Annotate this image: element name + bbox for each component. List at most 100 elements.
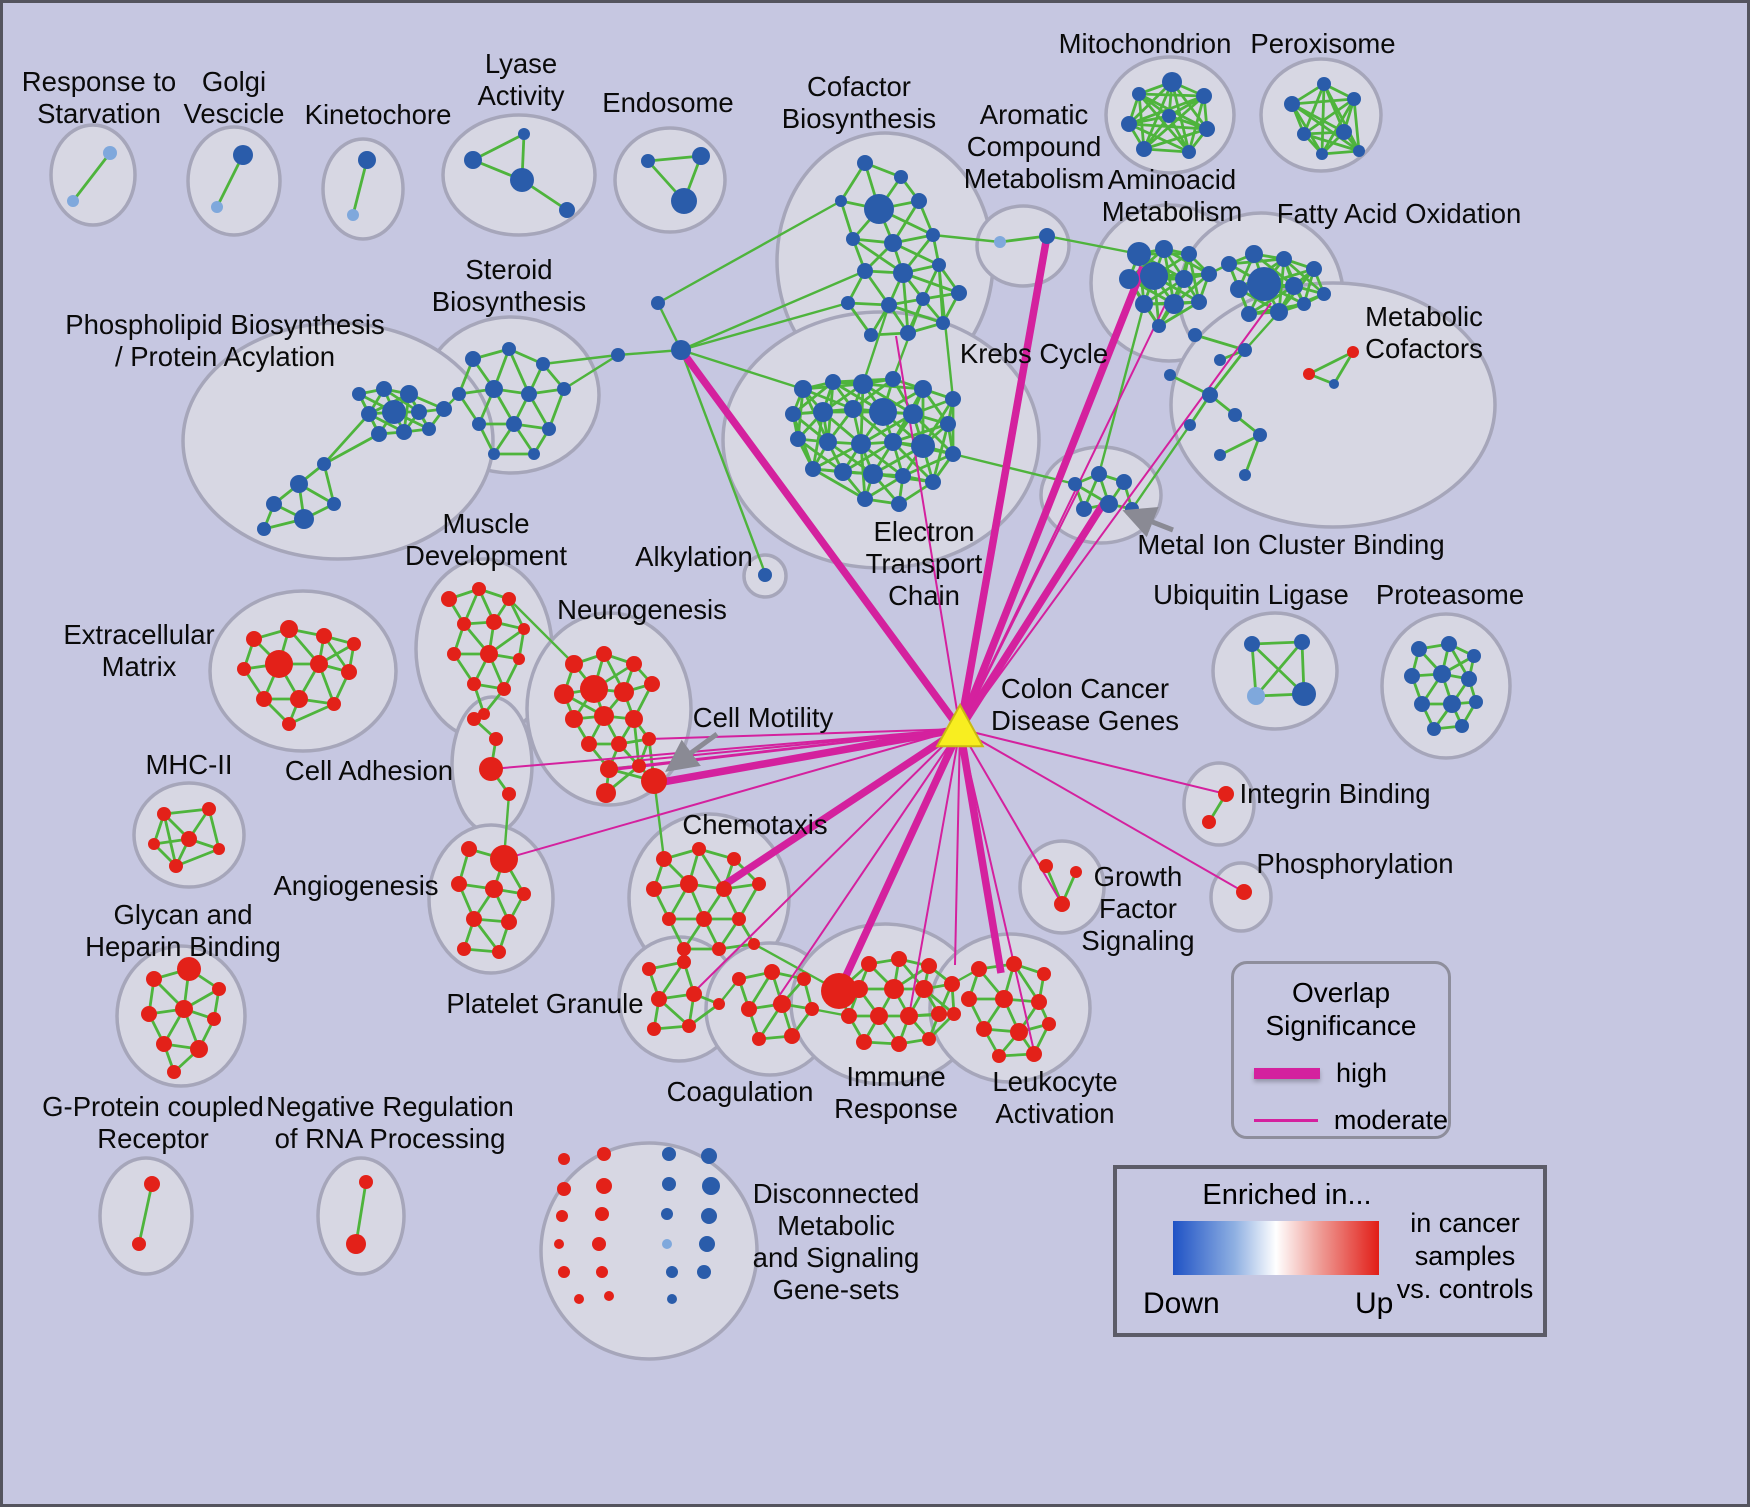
gene-set-node	[1152, 319, 1166, 333]
gene-set-node	[764, 964, 780, 980]
gene-set-node	[1347, 346, 1359, 358]
gene-set-node	[646, 881, 662, 897]
gene-set-node	[951, 285, 967, 301]
cluster-label-steroid-biosynthesis: Biosynthesis	[432, 286, 586, 317]
gene-set-node	[1238, 343, 1252, 357]
gene-set-node	[1039, 228, 1055, 244]
gene-set-node	[825, 374, 841, 390]
gene-set-node	[903, 404, 923, 424]
layer-magenta	[490, 235, 1272, 1052]
cluster-label-metabolic-cofactors: Metabolic	[1365, 301, 1483, 332]
enrichment-edge	[322, 413, 371, 465]
cluster-label-cofactor-biosynthesis: Cofactor	[807, 71, 911, 102]
enrichment-edge	[1291, 102, 1360, 153]
gene-set-node	[696, 911, 712, 927]
gene-set-node	[1247, 687, 1265, 705]
gene-set-node	[914, 380, 932, 398]
cluster-ellipse-endosome	[613, 126, 727, 234]
gene-set-node	[447, 647, 461, 661]
significance-edge-moderate	[959, 728, 1227, 795]
gene-set-node	[1218, 786, 1234, 802]
gene-set-node	[1214, 354, 1226, 366]
gene-set-node	[641, 154, 655, 168]
gradient-up-label: Up	[1355, 1287, 1394, 1320]
legend-enriched-title: Enriched in...	[1202, 1179, 1372, 1211]
connector-edge	[937, 264, 955, 400]
gene-set-node	[554, 684, 574, 704]
gene-set-node	[382, 400, 406, 424]
gene-set-node	[465, 351, 481, 367]
gene-set-node	[846, 232, 860, 246]
layer-nodes	[67, 72, 1483, 1304]
cluster-label-mitochondrion: Mitochondrion	[1059, 28, 1232, 59]
gene-set-node	[148, 838, 160, 850]
gene-set-node	[502, 592, 516, 606]
gene-set-node	[667, 1294, 677, 1304]
gene-set-node	[936, 316, 950, 330]
gene-set-node	[752, 877, 766, 891]
gene-set-node	[146, 971, 162, 987]
gene-set-node	[396, 424, 412, 440]
enrichment-edge	[507, 348, 531, 395]
gene-set-node	[853, 374, 873, 394]
gene-set-node	[861, 956, 877, 972]
gene-set-node	[841, 296, 855, 310]
gene-set-node	[1247, 267, 1281, 301]
enrichment-edge	[288, 702, 335, 726]
enrichment-edge	[852, 237, 904, 275]
enrichment-edge	[1303, 97, 1355, 136]
gene-set-node	[327, 497, 341, 511]
cluster-label-platelet-granule: Platelet Granule	[446, 988, 643, 1019]
gene-set-node	[1196, 88, 1212, 104]
cluster-label-electron-transport-chain: Transport	[866, 548, 983, 579]
gene-set-node	[1116, 474, 1132, 490]
gene-set-node	[213, 843, 225, 855]
gene-set-node	[835, 195, 847, 207]
gene-set-node	[961, 991, 977, 1007]
gene-set-node	[558, 1266, 570, 1278]
gene-set-node	[1181, 246, 1197, 262]
gene-set-node	[702, 1177, 720, 1195]
significance-edge-high	[956, 235, 1051, 730]
gene-set-node	[1221, 256, 1237, 272]
enrichment-edge	[472, 132, 525, 162]
gene-set-node	[900, 325, 916, 341]
gene-set-node	[699, 1236, 715, 1252]
gene-set-node	[1294, 634, 1310, 650]
gene-set-node	[701, 1148, 717, 1164]
gene-set-node	[870, 1007, 888, 1025]
gene-set-node	[211, 201, 223, 213]
enrichment-edge	[842, 440, 894, 474]
gene-set-node	[794, 380, 812, 398]
connector-edge	[861, 304, 891, 385]
gene-set-node	[656, 851, 672, 867]
cluster-label-glycan-heparin-binding: Glycan and	[113, 899, 252, 930]
gene-set-node	[557, 1182, 571, 1196]
gene-set-node	[727, 852, 741, 866]
gene-set-node	[692, 842, 706, 856]
connector-edge	[1097, 303, 1146, 475]
gene-set-node	[677, 955, 691, 969]
gene-set-node	[513, 653, 525, 665]
legend-moderate-row: moderate	[1254, 1105, 1448, 1136]
gene-set-node	[1441, 636, 1457, 652]
enrichment-edge	[323, 432, 380, 466]
gene-set-node	[441, 591, 457, 607]
enrichment-edge	[1142, 81, 1174, 150]
gene-set-node	[686, 986, 702, 1002]
connector-edge	[617, 348, 682, 357]
gene-set-node	[940, 416, 956, 432]
gene-set-node	[625, 710, 643, 728]
gene-set-node	[411, 404, 427, 420]
gene-set-node	[1175, 270, 1193, 288]
gene-set-node	[1443, 695, 1461, 713]
significance-edge-moderate	[954, 728, 961, 966]
gene-set-node	[784, 1028, 800, 1044]
gene-set-node	[926, 228, 940, 242]
gene-set-node	[207, 1012, 221, 1026]
gene-set-node	[1042, 1017, 1056, 1031]
significance-edge-moderate	[490, 728, 961, 770]
gene-set-node	[452, 387, 466, 401]
gene-set-node	[327, 697, 341, 711]
gene-set-node	[141, 1006, 157, 1022]
